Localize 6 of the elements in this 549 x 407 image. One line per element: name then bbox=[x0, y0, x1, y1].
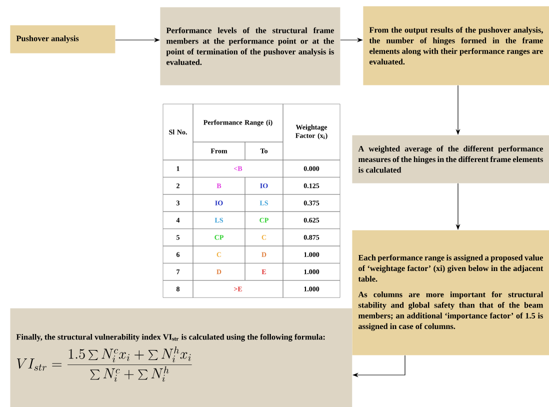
process-box: Performance levels of the structural frame members at the performance point or at the point of termination of the pushover analysis is evaluated. bbox=[160, 7, 340, 86]
process-box: From the output results of the pushover analysis, the number of hinges formed in the frame elements along with their performance ranges are evaluated. bbox=[363, 6, 549, 86]
process-box: Each performance range is assigned a proposed value of ‘weightage factor’ (xi) given below in the adjacent table. As columns are more important for structural stability and global safety than that of the beam members; an additional ‘importance factor’ of 1.5 is assigned in case of columns. bbox=[352, 230, 549, 356]
process-box: Finally, the structural vulnerability index VI$_{str}$ is calculated using the following formula: $VI_{str}=\frac{1.5\sum N_i^c x_i+\sum N_i^h x_i}{\sum N_i^c+\sum N_i^h}$ bbox=[10, 308, 352, 407]
process-box: A weighted average of the different performance measures of the hinges in the different frame elements is calculated bbox=[352, 135, 549, 184]
process-box: Pushover analysis bbox=[10, 25, 116, 54]
